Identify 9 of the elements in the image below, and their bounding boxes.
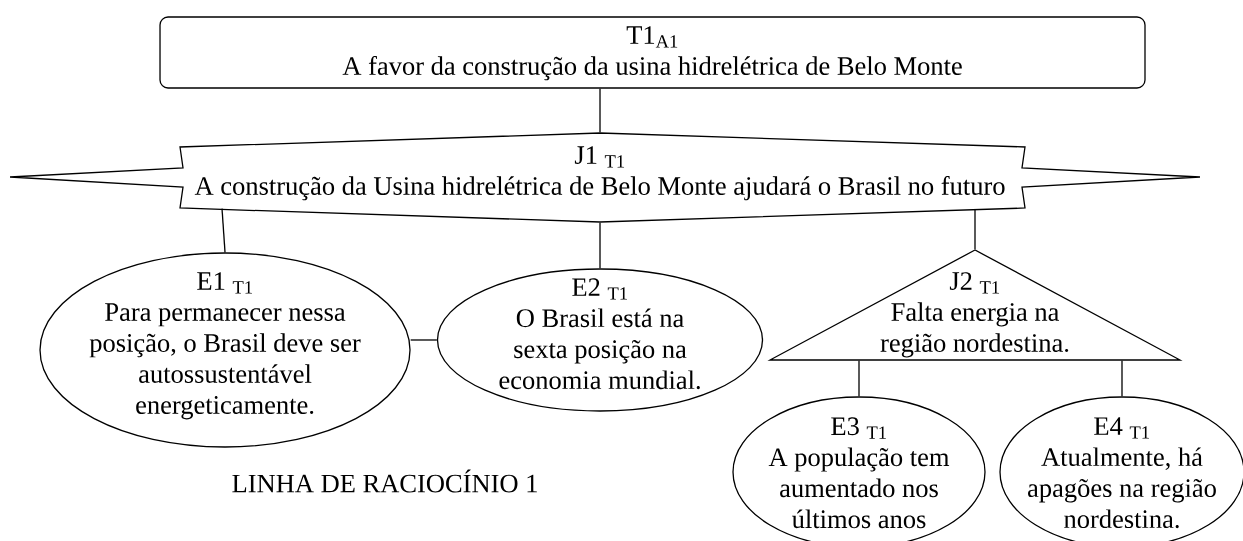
- line-label: LINHA DE RACIOCÍNIO 1: [232, 469, 537, 493]
- connector-line: [221, 208, 226, 253]
- connector-line: [1121, 360, 1123, 397]
- connector-line: [599, 88, 601, 133]
- connector-line: [858, 360, 860, 397]
- connector-line: [410, 339, 438, 341]
- connector-line: [974, 209, 976, 250]
- claim-box: T1$_{A1}$ A favor da construção da usina hidrelétrica de Belo Monte: [159, 16, 1146, 89]
- connector-line: [599, 222, 601, 269]
